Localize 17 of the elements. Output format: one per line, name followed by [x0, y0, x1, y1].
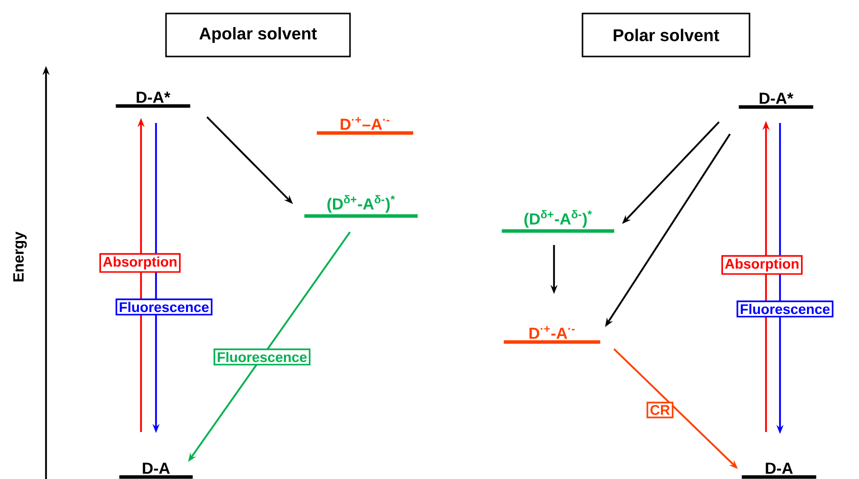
energy-level: D$^{·+}$-A$^{·-}$	[504, 326, 600, 344]
energy-level: (D$^{δ+}$-A$^{δ-}$)$^{*}$	[304, 195, 418, 218]
edge-label: Absorption	[99, 253, 181, 273]
energy-level: D-A	[119, 462, 193, 479]
energy-level: D$^{·+}$–A$^{·-}$	[316, 116, 414, 135]
axis-label: Energy	[13, 232, 27, 282]
title-box: Apolar solvent	[165, 12, 351, 58]
edge-label: Fluorescence	[736, 300, 834, 318]
edge-label: Fluorescence	[214, 348, 310, 366]
edge-label: CR	[646, 402, 674, 418]
energy-level: D-A	[742, 462, 816, 479]
energy-level: D-A*	[116, 92, 190, 108]
energy-level: D-A*	[738, 92, 814, 109]
title-box: Polar solvent	[582, 12, 750, 58]
edge-label: Absorption	[721, 255, 803, 275]
edge-label: Fluorescence	[116, 298, 212, 316]
energy-level: (D$^{δ+}$-A$^{δ-}$)$^{*}$	[502, 210, 614, 233]
